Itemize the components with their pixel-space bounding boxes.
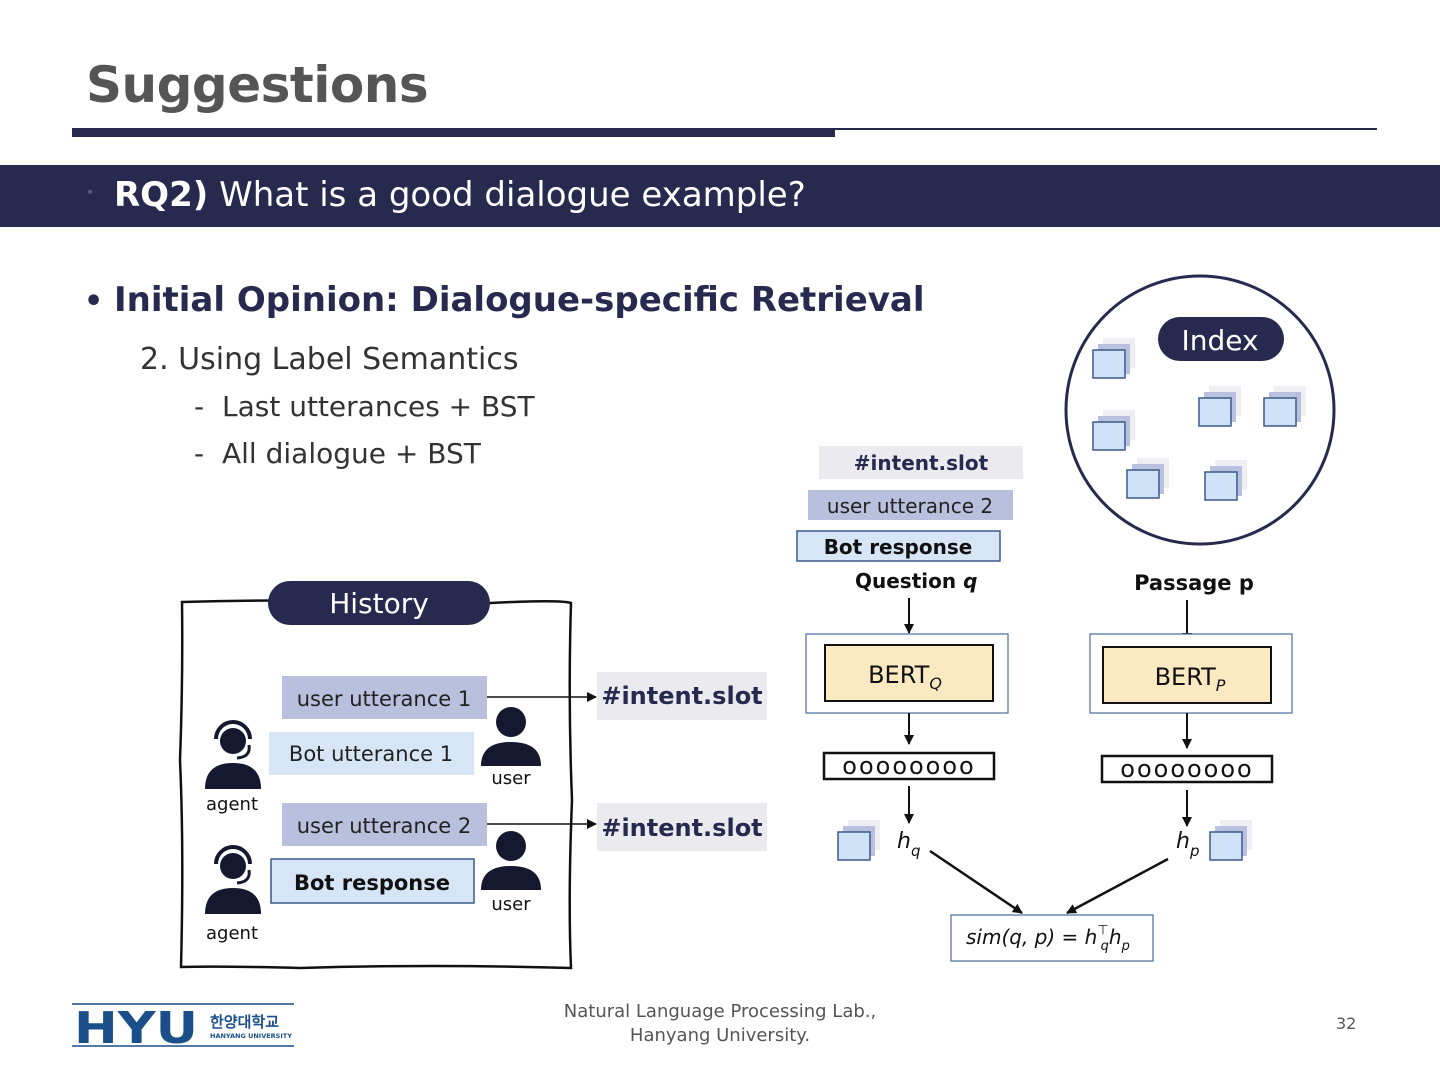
hq-label: hq (897, 829, 920, 860)
footer-lab-line-2: Hanyang University. (629, 1025, 811, 1046)
query-intent-box (819, 446, 1023, 479)
sub-item: 2. Using Label Semantics (140, 342, 519, 377)
question-label: Question q (855, 569, 977, 593)
logo-text: HYU (74, 1003, 198, 1050)
user-icon-1 (481, 707, 541, 766)
agent-label-2: agent (206, 923, 258, 944)
bot-utterance-1-box (269, 732, 474, 775)
index-doc-5 (1126, 457, 1170, 499)
intent-slot-box-1 (597, 672, 767, 720)
query-user-utterance: user utterance 2 (827, 494, 993, 518)
sim-box (950, 914, 1154, 962)
vector-q (822, 751, 996, 781)
title-rule-thin (835, 128, 1377, 130)
band-question: What is a good dialogue example? (208, 175, 806, 215)
hq-doc-icon (837, 819, 881, 861)
bert-q: BERTQ (868, 661, 942, 693)
bot-utterance-1: Bot utterance 1 (289, 742, 453, 766)
query-bot-box (796, 530, 1001, 562)
agent-icon-1 (203, 720, 263, 791)
sim-formula: sim(q, p) = h⊤qhp (966, 923, 1130, 954)
history-title: History (329, 587, 429, 620)
page-number: 32 (1336, 1014, 1357, 1033)
dash-item-1-text: Last utterances + BST (222, 390, 535, 423)
page-title: Suggestions (86, 56, 429, 114)
dash-item-1: -Last utterances + BST (194, 390, 535, 423)
history-frame (178, 599, 574, 970)
index-pill (1158, 317, 1284, 361)
heading-bullet: • (84, 284, 104, 319)
bert-p-box (1102, 646, 1272, 704)
dash-item-2-text: All dialogue + BST (222, 437, 481, 470)
index-doc-6 (1204, 459, 1248, 501)
hyu-logo: HYU 한양대학교 HANYANG UNIVERSITY (72, 1003, 294, 1050)
logo-korean: 한양대학교 (210, 1013, 279, 1031)
vector-q-cells: oooooooo (842, 752, 975, 780)
user-utterance-2-box (282, 803, 487, 846)
bot-response: Bot response (294, 871, 450, 895)
section-heading: Initial Opinion: Dialogue-specific Retri… (114, 280, 925, 320)
logo-english: HANYANG UNIVERSITY (210, 1032, 292, 1040)
index-doc-3 (1198, 385, 1242, 427)
index-doc-1 (1092, 337, 1136, 379)
index-label: Index (1181, 324, 1258, 357)
hp-label: hp (1176, 829, 1199, 860)
passage-label: Passage p (1134, 571, 1254, 595)
intent-slot-1: #intent.slot (601, 682, 762, 710)
user-label-2: user (491, 894, 531, 915)
bot-response-box (270, 858, 475, 904)
query-bot-response: Bot response (824, 535, 973, 559)
user-label-1: user (491, 768, 531, 789)
bert-p: BERTP (1155, 663, 1226, 695)
history-pill (268, 581, 490, 625)
index-doc-2 (1092, 409, 1136, 451)
intent-slot-2: #intent.slot (601, 814, 762, 842)
band-text: RQ2) What is a good dialogue example? (114, 175, 806, 215)
index-doc-4 (1263, 385, 1307, 427)
bert-q-box (824, 644, 994, 702)
user-utterance-1: user utterance 1 (297, 687, 472, 711)
user-utterance-1-box (282, 676, 487, 719)
footer-lab: Natural Language Processing Lab., Hanyan… (520, 1000, 920, 1048)
band-bullet: • (86, 185, 95, 201)
dash-item-2: -All dialogue + BST (194, 437, 481, 470)
agent-icon-2 (203, 845, 263, 916)
hp-doc-icon (1209, 819, 1253, 861)
query-user-box (808, 490, 1013, 520)
section-band (0, 165, 1440, 227)
agent-label-1: agent (206, 794, 258, 815)
vector-p (1100, 754, 1274, 784)
title-rule-thick (72, 128, 835, 137)
intent-slot-box-2 (597, 803, 767, 851)
footer-lab-line-1: Natural Language Processing Lab., (563, 1001, 877, 1022)
vector-p-cells: oooooooo (1120, 755, 1253, 783)
band-rq-label: RQ2) (114, 175, 209, 215)
query-intent: #intent.slot (854, 451, 989, 475)
user-icon-2 (481, 831, 541, 890)
user-utterance-2: user utterance 2 (297, 814, 472, 838)
